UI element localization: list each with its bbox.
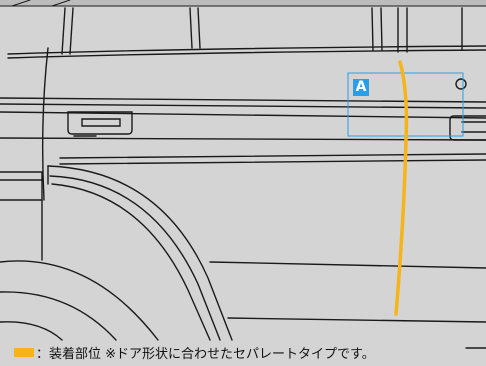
legend-swatch <box>14 348 34 357</box>
installation-strip <box>394 60 409 316</box>
marker-a-label: A <box>353 79 369 96</box>
legend-text: ：装着部位 ※ドア形状に合わせたセパレートタイプです。 <box>36 347 375 362</box>
legend: ：装着部位 ※ドア形状に合わせたセパレートタイプです。 <box>14 343 375 362</box>
